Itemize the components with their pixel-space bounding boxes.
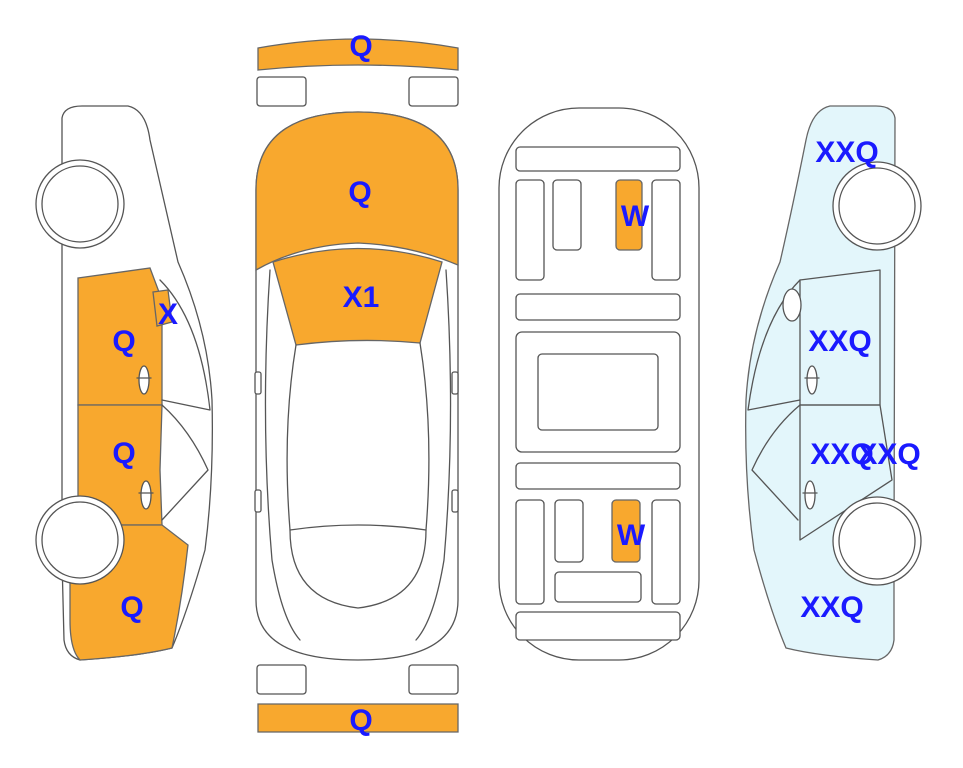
top-rear-glass-line [289,529,427,609]
right-side-view [745,105,922,661]
right-side-window-line-2 [751,404,801,521]
underbody-front-right-rail [651,179,681,281]
top-right-handle [451,489,459,513]
top-left-handle [254,489,262,513]
right-front-fender-label: XXQ [815,136,878,169]
top-roof-line [286,342,430,531]
roof-front-label: W [621,200,650,233]
left-side-window-line-2 [161,404,209,521]
right-rear-fender-label: XXQ [800,591,863,624]
left-front-door-label: Q [112,325,135,358]
right-front-door-label: XXQ [808,325,871,358]
right-mirror [782,288,802,322]
windshield-panel[interactable] [272,247,443,346]
left-front-wheel-rim [41,165,119,243]
front-bumper-label: Q [349,30,372,63]
underbody-rear-left-inner [554,499,584,563]
underbody-front-right-inner[interactable] [615,179,643,251]
top-left-mirror [254,371,262,395]
rear-bumper-panel[interactable] [257,703,459,733]
right-rear-wheel [832,496,922,586]
left-side-view [35,105,214,661]
underbody-rear-left-rail [515,499,545,605]
windshield-label: X1 [343,281,380,314]
right-front-wheel-rim [838,167,916,245]
rear-left-light [256,664,307,695]
underbody-rear-bar [515,611,681,641]
rear-right-light [408,664,459,695]
right-rear-door-label: XXQ [810,438,873,471]
roof-rear-label: W [617,519,646,552]
left-rear-door-label: Q [112,437,135,470]
underbody-rear-right-inner[interactable] [611,499,641,563]
left-rear-wheel [35,495,125,585]
front-left-light [256,76,307,107]
left-front-door-handle [138,365,150,395]
underbody-rear-right-rail [651,499,681,605]
right-front-wheel [832,161,922,251]
left-mirror-part[interactable] [152,289,173,327]
right-rear-door-handle [804,480,816,510]
left-rear-fender-label: Q [120,591,143,624]
right-front-door-handle [806,365,818,395]
underbody-mid-panel [537,353,659,431]
underbody-front-left-inner [552,179,582,251]
underbody-front-left-rail [515,179,545,281]
underbody-front-bar [515,146,681,172]
underbody-cross-bar-1 [515,293,681,321]
underbody-rear-center [554,571,642,603]
top-view [254,38,459,733]
hood-label: Q [348,176,371,209]
rear-bumper-label: Q [349,704,372,737]
right-rear-door-edge [799,404,893,541]
top-left-pillar [264,269,301,641]
left-side-window-line [159,279,211,411]
front-bumper-panel[interactable] [257,38,459,71]
left-rear-wheel-rim [41,501,119,579]
left-mirror-label: X [158,298,178,331]
front-right-light [408,76,459,107]
hood-panel[interactable] [255,111,459,272]
underbody-cross-bar-2 [515,462,681,490]
top-right-mirror [451,371,459,395]
damage-labels: Q Q X1 W W Q Q X Q Q XXQ XXQ XXQ XXQ XXQ [112,30,920,737]
right-rear-wheel-rim [838,502,916,580]
left-rear-door-handle [140,480,152,510]
left-front-wheel [35,159,125,249]
top-right-pillar [415,269,452,641]
underbody-view [498,107,700,661]
right-rear-door-label-2: XXQ [857,438,920,471]
